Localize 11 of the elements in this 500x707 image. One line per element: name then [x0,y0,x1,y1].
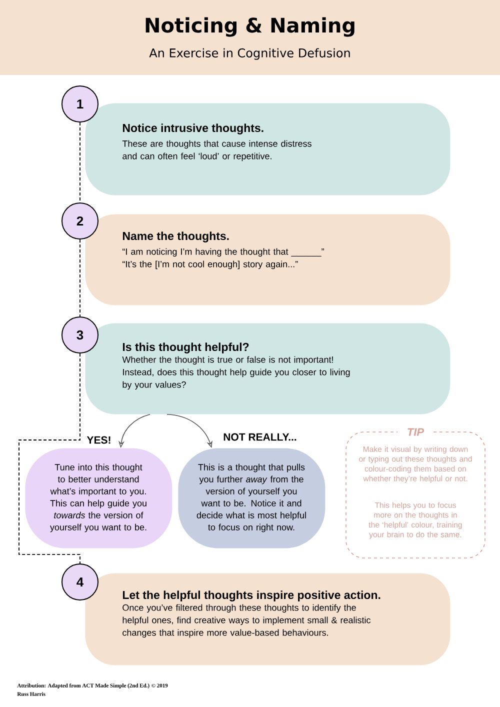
edge-label: YES! [86,435,112,445]
step-box: Is this thought helpful? Whether the thought is true or false is not important! Instead, does this thought help guide you closer to living by your values? [85,323,450,414]
title: Noticing & Naming [146,17,354,37]
answer-bubble: Tune into this thought to better understand what’s important to you. This can help guide you towards the version of yourself you want to be. [25,448,172,548]
answer-bubble: This is a thought that pulls you further away from the version of yourself you want to be. Notice it and decide what is most helpful to focus on right now. [178,448,326,548]
subtitle: An Exercise in Cognitive Defusion [149,48,350,60]
step-box: Name the thoughts. “I am noticing I’m having the thought that ______” “It’s the [I’m not cool enough] story again...” [85,214,450,306]
connector-line [18,353,80,564]
step-box: Let the helpful thoughts inspire positive action. Once you’ve filtered through these thoughts to identify the helpful ones, find creative ways to implement small & realistic changes that inspire more value-based behaviours. [85,573,450,666]
step-box: Notice intrusive thoughts. These are thoughts that cause intense distress and can often feel ‘loud’ or repetitive. [85,103,450,196]
edge-label: NOT REALLY... [222,432,298,442]
